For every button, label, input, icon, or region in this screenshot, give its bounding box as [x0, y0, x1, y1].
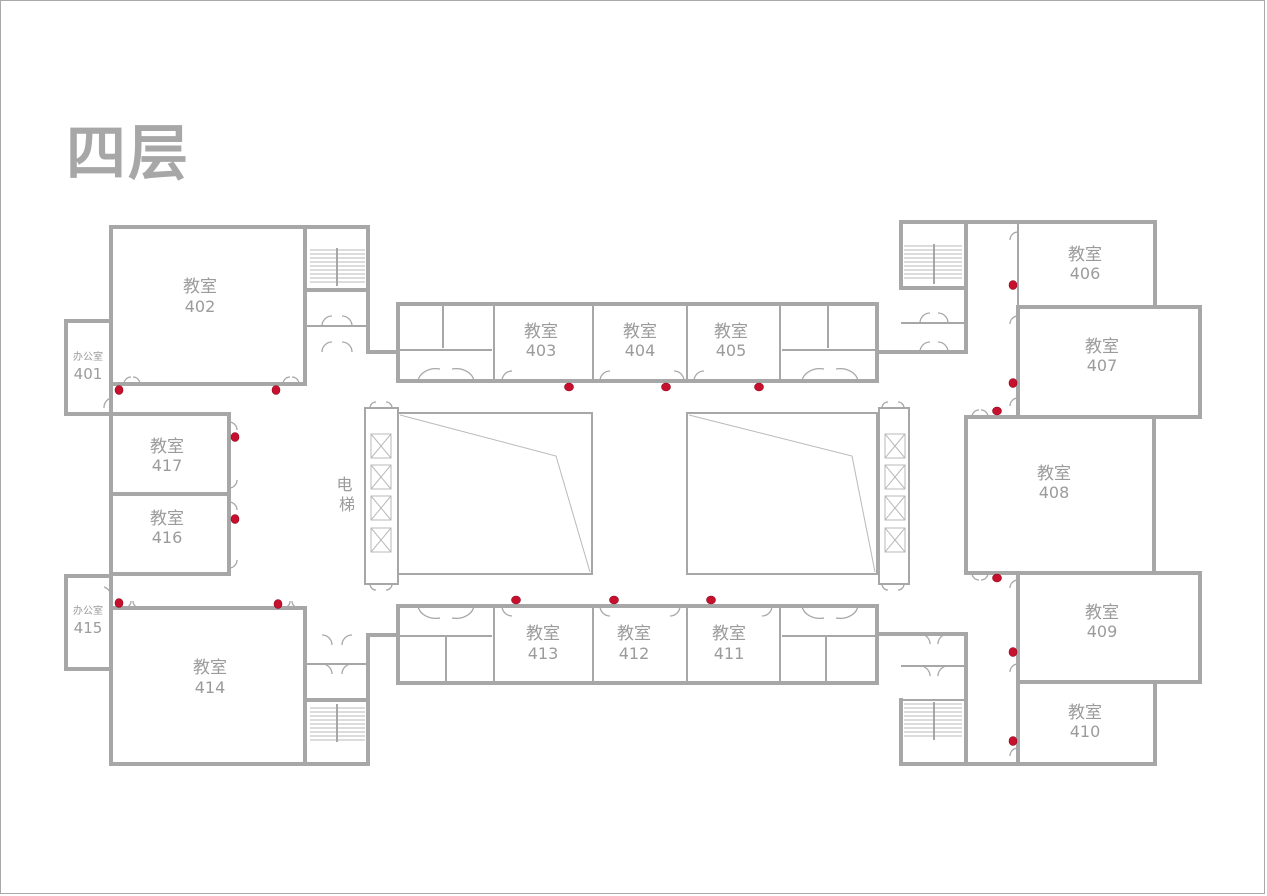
svg-text:401: 401	[74, 365, 103, 383]
marker-dot	[754, 382, 764, 392]
door-icon	[103, 231, 1019, 757]
svg-text:教室: 教室	[1037, 464, 1071, 484]
svg-text:教室: 教室	[193, 658, 227, 678]
svg-text:408: 408	[1039, 483, 1070, 502]
central-top-block	[396, 302, 879, 383]
svg-text:教室: 教室	[150, 509, 184, 529]
room-401[interactable]: 办公室 401	[73, 350, 103, 383]
svg-text:402: 402	[185, 297, 216, 316]
marker-dots	[114, 280, 1018, 746]
svg-text:417: 417	[152, 456, 183, 475]
room-labels: 教室 402 办公室 401 教室 417 教室 416 办公室 415 教室 …	[73, 245, 1119, 741]
room-408[interactable]: 教室 408	[1037, 464, 1071, 502]
svg-text:教室: 教室	[714, 322, 748, 342]
marker-dot	[609, 595, 619, 605]
svg-text:办公室: 办公室	[73, 604, 103, 617]
atrium-left	[397, 412, 593, 575]
marker-dot	[564, 382, 574, 392]
floor-title: 四层	[66, 119, 190, 189]
room-401-outline	[64, 319, 113, 416]
left-connector-wall	[366, 288, 400, 354]
svg-text:415: 415	[74, 619, 103, 637]
svg-text:411: 411	[714, 644, 745, 663]
marker-dot	[706, 595, 716, 605]
right-connector-wall	[875, 286, 968, 354]
room-405[interactable]: 教室 405	[714, 322, 748, 360]
marker-dot	[1008, 736, 1018, 746]
marker-dot	[230, 432, 240, 442]
svg-text:教室: 教室	[1085, 337, 1119, 357]
room-407[interactable]: 教室 407	[1085, 337, 1119, 375]
marker-dot	[114, 598, 124, 608]
svg-text:办公室: 办公室	[73, 350, 103, 363]
marker-dot	[230, 514, 240, 524]
svg-text:405: 405	[716, 341, 747, 360]
marker-dot	[1008, 647, 1018, 657]
svg-text:416: 416	[152, 528, 183, 547]
left-wing	[64, 225, 400, 766]
elevator-icon	[364, 407, 910, 585]
room-416-outline	[109, 492, 231, 576]
svg-text:教室: 教室	[524, 322, 558, 342]
elevator-label: 电 梯	[336, 475, 357, 514]
svg-text:教室: 教室	[712, 624, 746, 644]
svg-text:412: 412	[619, 644, 650, 663]
room-411[interactable]: 教室 411	[712, 624, 746, 663]
stairs-top-left-outline	[303, 225, 370, 292]
svg-text:414: 414	[195, 678, 226, 697]
svg-text:教室: 教室	[1068, 703, 1102, 723]
marker-dot	[1008, 280, 1018, 290]
marker-dot	[661, 382, 671, 392]
svg-text:教室: 教室	[617, 624, 651, 644]
right-wing	[875, 220, 1202, 766]
room-417[interactable]: 教室 417	[150, 437, 184, 475]
svg-text:403: 403	[526, 341, 557, 360]
marker-dot	[992, 573, 1002, 583]
marker-dot	[992, 406, 1002, 416]
room-404[interactable]: 教室 404	[623, 322, 657, 360]
room-416[interactable]: 教室 416	[150, 509, 184, 547]
svg-text:406: 406	[1070, 264, 1101, 283]
svg-text:教室: 教室	[183, 277, 217, 297]
top-block-outline	[396, 302, 879, 383]
marker-dot	[1008, 378, 1018, 388]
svg-text:教室: 教室	[526, 624, 560, 644]
stairs-icon	[310, 244, 962, 742]
marker-dot	[273, 599, 283, 609]
svg-text:413: 413	[528, 644, 559, 663]
room-412[interactable]: 教室 412	[617, 624, 651, 663]
room-402[interactable]: 教室 402	[183, 277, 217, 316]
left-wing-wall	[111, 288, 307, 386]
svg-text:410: 410	[1070, 722, 1101, 741]
marker-dot	[114, 385, 124, 395]
room-414[interactable]: 教室 414	[193, 658, 227, 697]
room-415[interactable]: 办公室 415	[73, 604, 103, 637]
central-bottom-block	[396, 604, 879, 685]
room-413[interactable]: 教室 413	[526, 624, 560, 663]
room-410[interactable]: 教室 410	[1068, 703, 1102, 741]
bottom-block-outline	[396, 604, 879, 685]
marker-dot	[271, 385, 281, 395]
stairs-bottom-left-outline	[303, 698, 370, 766]
left-lower-connector	[366, 633, 400, 702]
svg-text:教室: 教室	[1085, 603, 1119, 623]
svg-text:教室: 教室	[623, 322, 657, 342]
svg-text:教室: 教室	[150, 437, 184, 457]
right-top-wall	[964, 220, 1157, 309]
room-409[interactable]: 教室 409	[1085, 603, 1119, 641]
stairs-top-right-outline	[899, 220, 968, 290]
room-403[interactable]: 教室 403	[524, 322, 558, 360]
svg-text:409: 409	[1087, 622, 1118, 641]
room-406[interactable]: 教室 406	[1068, 245, 1102, 283]
atrium-right	[686, 412, 878, 575]
marker-dot	[511, 595, 521, 605]
svg-text:404: 404	[625, 341, 656, 360]
svg-text:教室: 教室	[1068, 245, 1102, 265]
svg-text:407: 407	[1087, 356, 1118, 375]
